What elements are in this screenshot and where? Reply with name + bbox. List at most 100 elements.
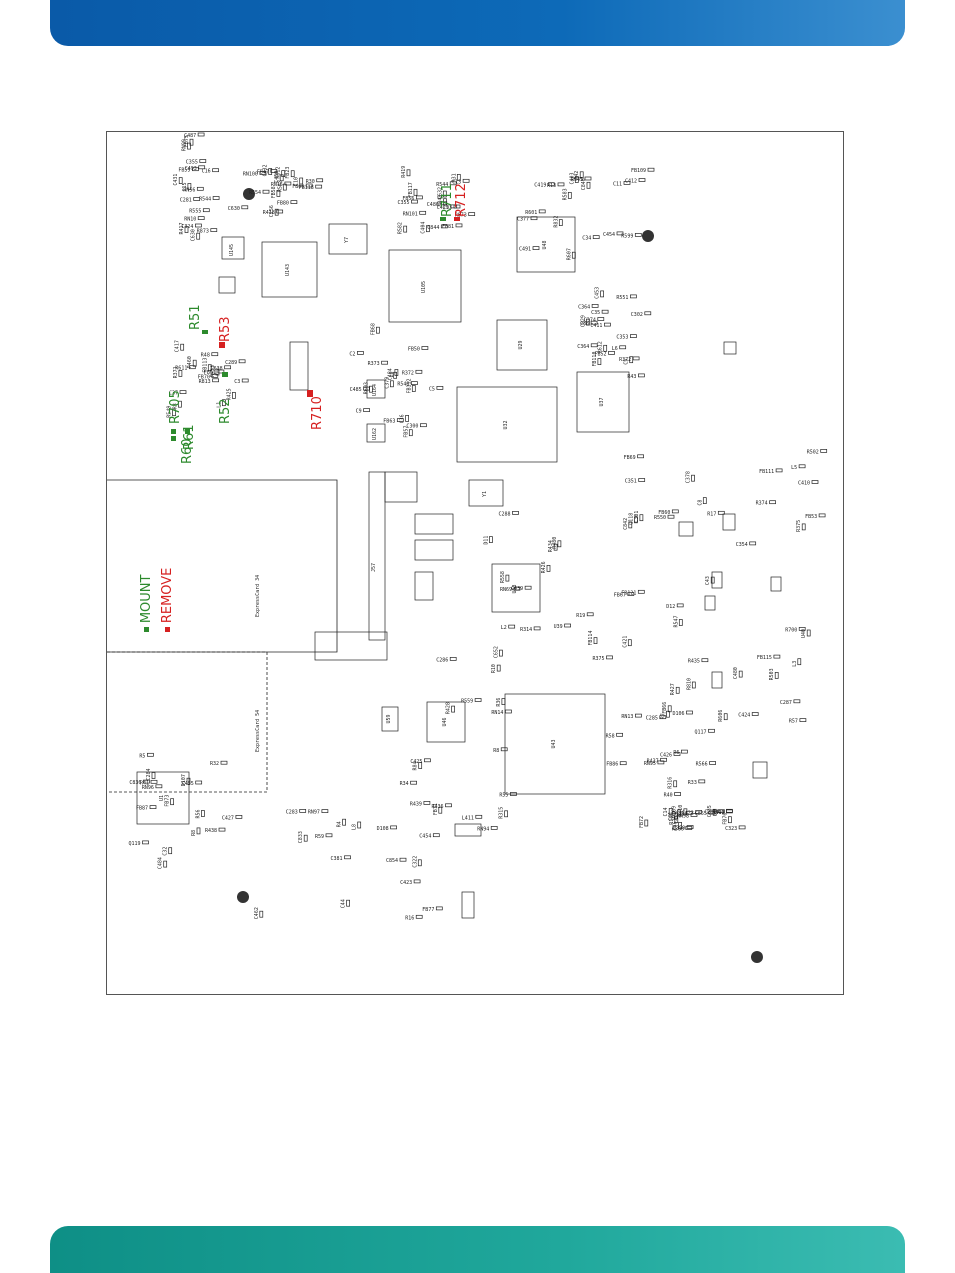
small-part — [634, 516, 638, 524]
component-label: C417 — [175, 340, 181, 352]
small-part — [222, 399, 226, 407]
small-part — [769, 500, 776, 505]
slot-lower-label: ExpressCard 54 — [255, 710, 261, 752]
small-part — [691, 681, 696, 689]
chip-label: U59 — [386, 714, 392, 723]
chip-label: U46 — [442, 717, 448, 726]
component-label: C44 — [341, 899, 347, 908]
small-part — [637, 454, 644, 459]
small-part — [238, 359, 246, 364]
small-part — [702, 497, 707, 504]
small-part — [290, 200, 298, 204]
component-label: FB112 — [406, 378, 412, 393]
chip-label: U37 — [599, 397, 605, 406]
component-label: RN97 — [308, 810, 320, 816]
chip-label: U145 — [229, 244, 235, 256]
small-part — [435, 906, 443, 911]
small-part — [193, 197, 201, 201]
small-part — [632, 356, 640, 361]
small-part — [616, 732, 623, 737]
component-label: C3 — [234, 379, 240, 385]
small-part — [195, 780, 203, 785]
component-label: C322 — [412, 856, 418, 868]
small-part — [403, 225, 408, 233]
component-label: R315 — [499, 807, 505, 819]
small-part — [440, 201, 448, 206]
component-label: C403 — [569, 172, 575, 184]
component-label: C480 — [733, 667, 739, 679]
small-part — [303, 834, 308, 842]
small-part — [170, 798, 174, 806]
component-label: C379 — [384, 377, 390, 389]
component-label: C835 — [707, 805, 713, 817]
component-label: R316 — [668, 777, 674, 789]
small-part — [419, 210, 427, 215]
component-label: R544 — [436, 182, 448, 188]
component-label: C351 — [625, 479, 637, 485]
small-part — [357, 351, 364, 355]
component-label: R57 — [789, 719, 798, 725]
small-part — [717, 510, 725, 515]
small-part — [597, 317, 605, 321]
chip-y1 — [468, 479, 504, 507]
component-label: FB86 — [606, 762, 618, 768]
small-part — [564, 623, 571, 628]
small-part — [811, 480, 819, 484]
component-label: D109 — [671, 806, 677, 818]
component-label: C410 — [798, 481, 810, 487]
svg-text:R712: R712 — [454, 183, 469, 217]
component-label: R582 — [398, 222, 404, 234]
small-part — [496, 664, 501, 672]
component-label: R503 — [769, 668, 775, 680]
mounting-hole-3 — [237, 891, 249, 903]
small-part — [590, 343, 598, 348]
small-part — [499, 649, 503, 657]
small-part — [188, 365, 196, 370]
small-part — [678, 822, 682, 829]
component-label: C630 — [191, 229, 197, 241]
connector-j57 — [368, 471, 386, 641]
component-label: FB48 — [438, 195, 444, 207]
small-part — [408, 429, 413, 437]
component-label: L2 — [501, 625, 507, 631]
component-label: C353 — [616, 335, 628, 341]
small-part — [172, 409, 176, 417]
small-part — [184, 226, 189, 233]
component-label: R48 — [201, 353, 210, 359]
small-part — [426, 225, 430, 233]
chip-u105 — [388, 249, 462, 323]
small-part — [405, 415, 409, 422]
component-label: R558 — [500, 571, 506, 583]
component-c609 — [722, 513, 736, 531]
small-part — [241, 378, 249, 383]
component-label: C484 — [158, 857, 164, 869]
header-band — [50, 0, 905, 46]
component-label: R419 — [401, 166, 407, 178]
small-part — [774, 672, 779, 679]
legend-remove-swatch — [165, 627, 170, 632]
small-part — [178, 400, 182, 408]
component-label: R30 — [306, 179, 315, 185]
component-label: C453 — [595, 287, 601, 299]
component-label: C493 — [185, 166, 197, 172]
highlight-r705: R705 — [168, 390, 183, 434]
component-fb118 — [461, 891, 475, 919]
small-part — [634, 233, 642, 237]
svg-text:R53: R53 — [218, 316, 233, 342]
component-label: C364 — [577, 344, 589, 350]
component-label: R560 — [672, 827, 684, 833]
small-part — [775, 468, 783, 473]
component-label: R42 — [574, 171, 580, 180]
component-label: R502 — [807, 449, 819, 455]
chip-u146 — [218, 276, 236, 294]
component-label: Q119 — [129, 841, 141, 847]
small-part — [276, 190, 281, 197]
chip-label: U32 — [503, 420, 509, 429]
component-label: FB52 — [595, 351, 607, 357]
component-label: C5 — [624, 359, 630, 365]
component-label: C355 — [186, 160, 198, 166]
legend-remove: - REMOVE — [160, 568, 175, 632]
pcb-diagram: R555R554R582R583R551R550R548R549R558R547… — [107, 132, 828, 963]
small-part — [532, 246, 540, 250]
component-label: R314 — [520, 627, 532, 633]
